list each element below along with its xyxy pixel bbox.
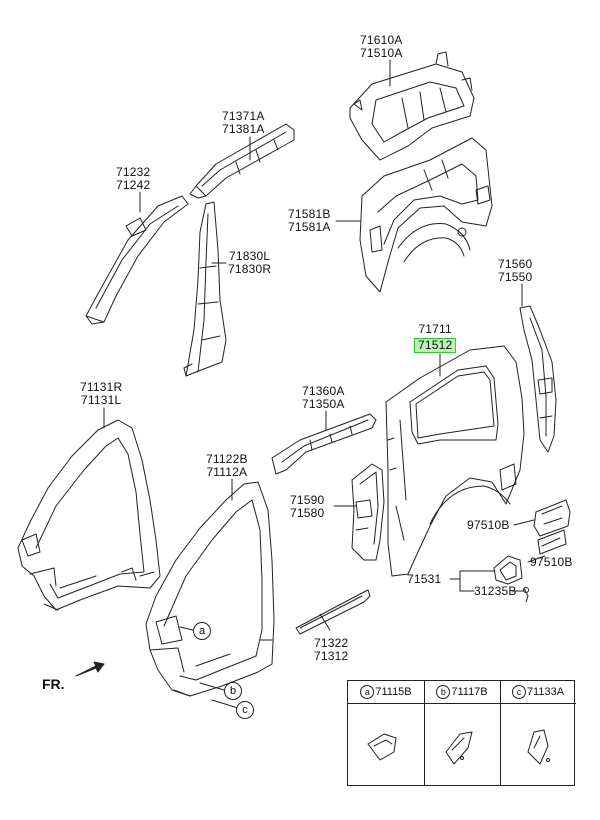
front-side-outer-right — [145, 481, 275, 697]
c-pillar-inner — [519, 305, 557, 453]
legend-letter: a — [360, 685, 375, 700]
legend-part-number: 71115B — [375, 686, 412, 698]
label-31235b[interactable]: 31235B — [474, 584, 517, 598]
callout-c[interactable]: c — [236, 701, 254, 719]
leader-lines — [103, 59, 546, 709]
legend-divider — [424, 681, 425, 785]
callout-a[interactable]: a — [193, 622, 211, 640]
lamp-brackets — [533, 499, 571, 555]
roof-side-rail — [271, 413, 377, 475]
fuel-filler-door — [493, 555, 529, 603]
rear-upper-inner-panel — [349, 51, 475, 161]
label-97510b-upper[interactable]: 97510B — [467, 518, 510, 532]
front-side-outer-left — [17, 419, 161, 611]
legend-letter: c — [511, 685, 526, 700]
b-pillar — [183, 201, 227, 377]
legend-part-b-drawing — [445, 731, 473, 765]
roof-rail-front — [189, 123, 295, 199]
rear-wheelhouse-inner — [359, 137, 493, 293]
side-sill — [295, 589, 371, 635]
legend-divider — [500, 681, 501, 785]
legend-part-number: 71117B — [451, 686, 488, 698]
forward-arrow-icon — [75, 661, 105, 677]
label-71711[interactable]: 71711 71512 — [414, 323, 457, 353]
highlighted-part-71512[interactable]: 71512 — [414, 338, 457, 353]
label-71531[interactable]: 71531 — [407, 572, 442, 586]
legend-part-c-drawing — [527, 729, 550, 765]
direction-label: FR. — [42, 676, 65, 692]
quarter-panel-outer — [385, 345, 525, 577]
center-pillar-reinforcement — [351, 463, 385, 561]
a-pillar-upper — [85, 195, 189, 325]
label-97510b-lower[interactable]: 97510B — [530, 555, 573, 569]
legend-part-number: 71133A — [526, 686, 565, 698]
callout-b[interactable]: b — [224, 682, 242, 700]
legend-letter: b — [436, 685, 451, 700]
legend-part-a-drawing — [367, 733, 397, 761]
